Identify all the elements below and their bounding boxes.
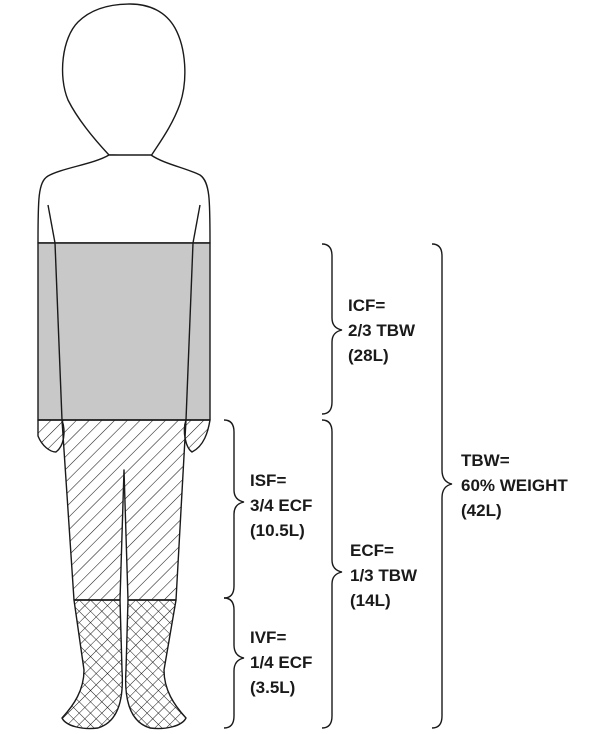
ecf-label: ECF= 1/3 TBW (14L) xyxy=(350,541,418,610)
tbw-label: TBW= 60% WEIGHT (42L) xyxy=(461,451,568,520)
ivf-label: IVF= 1/4 ECF (3.5L) xyxy=(250,628,312,697)
ivf-label-line1: IVF= xyxy=(250,628,286,647)
ecf-label-line2: 1/3 TBW xyxy=(350,566,418,585)
tbw-label-line3: (42L) xyxy=(461,501,502,520)
left-hand xyxy=(38,420,64,452)
isf-label-line1: ISF= xyxy=(250,471,286,490)
icf-label-line2: 2/3 TBW xyxy=(348,321,416,340)
ecf-label-line3: (14L) xyxy=(350,591,391,610)
isf-label: ISF= 3/4 ECF (10.5L) xyxy=(250,471,312,540)
ivf-label-line2: 1/4 ECF xyxy=(250,653,312,672)
isf-region xyxy=(62,420,186,600)
tbw-brace xyxy=(432,244,452,728)
head-outline xyxy=(63,4,185,156)
tbw-label-line1: TBW= xyxy=(461,451,510,470)
icf-region xyxy=(38,243,210,420)
isf-label-line2: 3/4 ECF xyxy=(250,496,312,515)
ecf-brace xyxy=(322,420,342,728)
ivf-label-line3: (3.5L) xyxy=(250,678,295,697)
right-hand xyxy=(184,420,210,452)
ivf-brace xyxy=(224,598,244,728)
icf-label-line1: ICF= xyxy=(348,296,385,315)
upper-torso xyxy=(38,155,210,243)
icf-label-line3: (28L) xyxy=(348,346,389,365)
ivf-region xyxy=(62,600,122,729)
ivf-region-right xyxy=(126,600,186,729)
isf-brace xyxy=(224,420,244,598)
tbw-label-line2: 60% WEIGHT xyxy=(461,476,568,495)
ecf-label-line1: ECF= xyxy=(350,541,394,560)
icf-brace xyxy=(322,244,342,414)
isf-label-line3: (10.5L) xyxy=(250,521,305,540)
icf-label: ICF= 2/3 TBW (28L) xyxy=(348,296,416,365)
human-figure xyxy=(38,4,210,729)
